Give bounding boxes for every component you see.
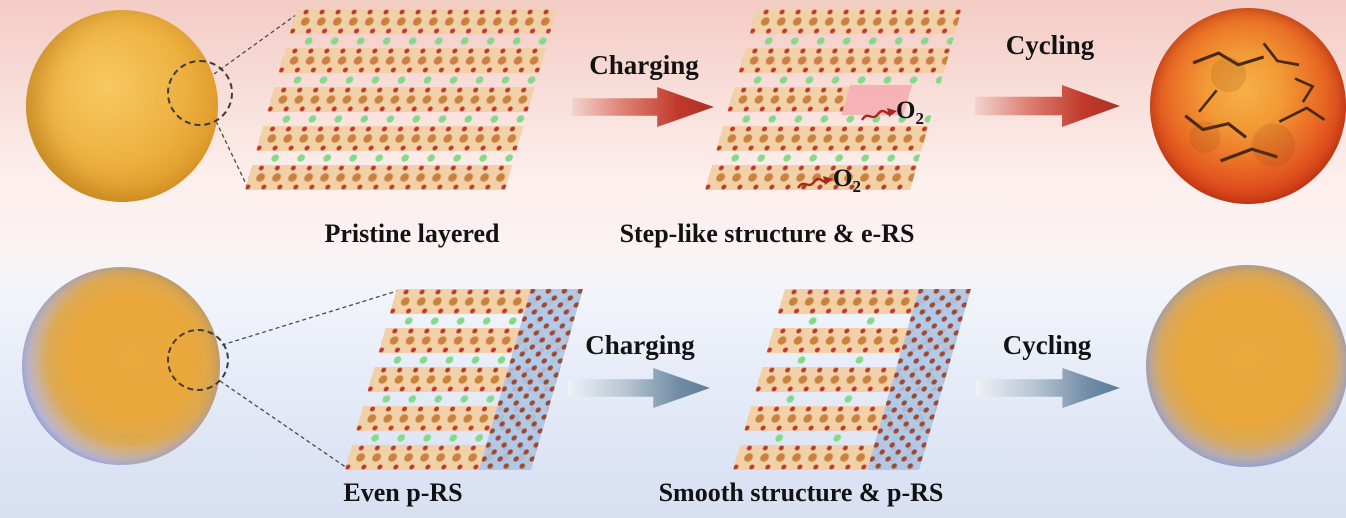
layer-slab (245, 165, 513, 190)
smooth-prs-caption: Smooth structure & p-RS (658, 478, 944, 507)
coated-particle-sphere-cycled (1146, 265, 1346, 467)
layer-slab (716, 126, 929, 151)
o2-release-squiggle-arrow-icon (796, 176, 833, 189)
step-like-caption: Step-like structure & e-RS (619, 219, 915, 248)
even-prs-caption: Even p-RS (343, 478, 463, 507)
magnifier-dashed-circle-bottom (167, 329, 229, 391)
pristine-layered-structure (245, 9, 557, 190)
degraded-cracked-particle-sphere (1150, 8, 1346, 204)
lithium-layer (274, 73, 539, 87)
cycling-label-bottom: Cycling (1002, 330, 1092, 360)
cycling-label-top: Cycling (1005, 30, 1095, 60)
lithium-layer (252, 151, 517, 165)
layer-slab (278, 48, 546, 73)
layer-slab (738, 48, 951, 73)
layer-slab (256, 126, 524, 151)
layer-slab (267, 87, 535, 112)
o2-release-label: O2 (833, 165, 861, 197)
layer-slab (289, 9, 557, 34)
o2-release-squiggle-arrow-icon (860, 108, 897, 121)
o2-symbol: O (833, 165, 853, 192)
lithium-layer (745, 34, 955, 48)
top-row-uncoated-pathway: Pristine layered Charging Step-like stru… (26, 8, 1346, 248)
charging-label-top: Charging (589, 50, 699, 80)
o2-subscript: 2 (915, 109, 924, 128)
lithium-layer (263, 112, 528, 126)
charging-label-bottom: Charging (585, 330, 695, 360)
o2-subscript: 2 (852, 177, 861, 196)
pristine-layered-caption: Pristine layered (324, 219, 500, 248)
crack-pattern (1184, 42, 1326, 167)
lithium-layer (712, 151, 922, 165)
lithium-layer (285, 34, 550, 48)
layer-slab (727, 87, 850, 112)
lithium-layer (734, 73, 944, 87)
o2-symbol: O (896, 97, 916, 124)
layer-slab (749, 9, 962, 34)
bottom-row-coated-pathway: Even p-RS Charging Smooth structure & p-… (0, 259, 1346, 518)
magnifier-dashed-circle-top (167, 60, 233, 126)
o2-release-label: O2 (896, 97, 924, 129)
